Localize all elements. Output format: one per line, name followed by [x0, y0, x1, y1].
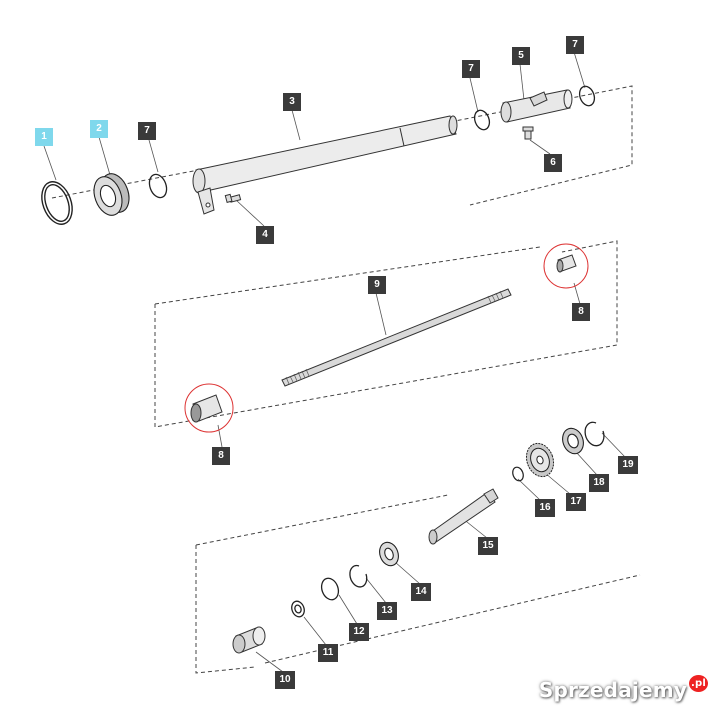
part-18-bearing — [562, 427, 584, 455]
part-2-seal-housing — [93, 173, 130, 216]
label-part-14: 14 — [411, 583, 431, 601]
label-part-9: 9 — [368, 276, 386, 294]
part-4-screw — [224, 193, 242, 203]
part-7-o-ring-2 — [473, 109, 491, 131]
part-9-threaded-rod — [281, 288, 512, 387]
part-15-gear-shaft — [428, 488, 499, 545]
part-3-shaft-tube — [192, 115, 458, 215]
label-part-19: 19 — [618, 456, 638, 474]
part-6-screw — [522, 126, 534, 140]
label-part-7c: 7 — [566, 36, 584, 54]
label-part-16: 16 — [535, 499, 555, 517]
part-8-bushing-bottom — [184, 383, 234, 433]
part-1-o-ring — [41, 181, 73, 225]
label-part-5: 5 — [512, 47, 530, 65]
label-part-3: 3 — [283, 93, 301, 111]
part-10-pulley — [232, 626, 266, 654]
part-14-bearing — [379, 541, 399, 567]
label-part-13: 13 — [377, 602, 397, 620]
group2-dashed-frame — [154, 240, 618, 428]
label-part-4: 4 — [256, 226, 274, 244]
label-part-6: 6 — [544, 154, 562, 172]
label-part-11: 11 — [318, 644, 338, 662]
label-part-18: 18 — [589, 474, 609, 492]
label-part-17: 17 — [566, 493, 586, 511]
part-13-snap-ring — [349, 564, 368, 588]
watermark-tld-badge: .pl — [689, 675, 708, 692]
label-part-1: 1 — [35, 128, 53, 146]
label-part-10: 10 — [275, 671, 295, 689]
part-5-sleeve — [500, 89, 573, 123]
part-19-snap-ring — [584, 421, 605, 447]
watermark-text: Sprzedajemy — [538, 678, 687, 702]
part-8-bushing-top — [543, 243, 589, 289]
part-7-o-ring — [148, 173, 168, 199]
watermark-logo: Sprzedajemy.pl — [538, 675, 708, 702]
label-part-8-bottom: 8 — [212, 447, 230, 465]
part-11-washer — [291, 600, 305, 618]
part-12-o-ring — [320, 577, 340, 601]
label-part-8-top: 8 — [572, 303, 590, 321]
label-part-7b: 7 — [462, 60, 480, 78]
label-part-15: 15 — [478, 537, 498, 555]
label-part-2: 2 — [90, 120, 108, 138]
label-part-7a: 7 — [138, 122, 156, 140]
part-16-small-o-ring — [512, 466, 524, 482]
part-17-gear — [525, 442, 555, 478]
label-part-12: 12 — [349, 623, 369, 641]
part-7-o-ring-3 — [578, 85, 596, 107]
